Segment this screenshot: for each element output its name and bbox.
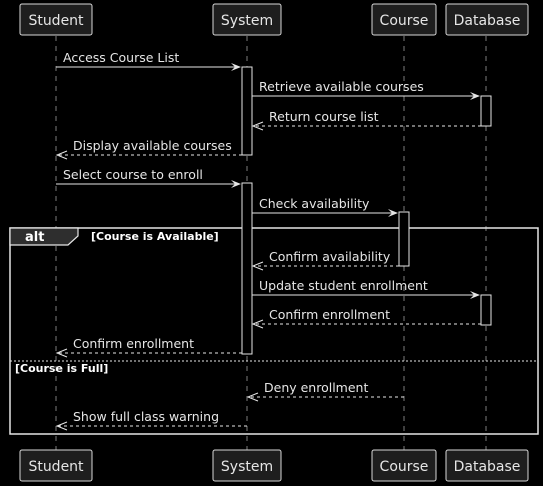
arrow-head <box>55 150 68 160</box>
message-access-course-list: Access Course List <box>56 50 241 71</box>
alt-guard-full: [Course is Full] <box>15 362 108 375</box>
activation-database-1 <box>480 95 492 127</box>
participants-bottom: Student System Course Database <box>19 449 529 482</box>
arrow-head <box>231 63 241 71</box>
message-confirm-enrollment-student: Confirm enrollment <box>55 336 242 358</box>
message-label: Confirm availability <box>269 249 391 264</box>
activation-database-2 <box>480 294 492 326</box>
message-label: Display available courses <box>73 138 232 153</box>
participant-box <box>371 3 437 36</box>
message-label: Check availability <box>259 196 370 211</box>
arrow-head <box>251 261 264 271</box>
message-full-class-warning: Show full class warning <box>55 409 247 431</box>
participant-label: Course <box>380 459 429 475</box>
arrow-head <box>55 348 68 358</box>
participant-box <box>212 3 282 36</box>
arrow-head <box>470 291 480 299</box>
participant-label: Student <box>28 13 84 29</box>
arrow-head <box>470 92 480 100</box>
activations <box>241 66 492 355</box>
participant-label: System <box>221 13 273 29</box>
participant-system-bottom: System <box>212 449 282 482</box>
message-return-course-list: Return course list <box>251 109 481 131</box>
alt-frame: alt [Course is Available] [Course is Ful… <box>9 227 539 435</box>
alt-guard-available: [Course is Available] <box>91 230 219 243</box>
activation-system-2 <box>241 182 253 355</box>
message-check-availability: Check availability <box>252 196 398 217</box>
alt-operator: alt <box>25 230 44 245</box>
participant-course-bottom: Course <box>371 449 437 482</box>
arrow-head <box>55 421 68 431</box>
activation-system-1 <box>241 66 253 156</box>
message-label: Access Course List <box>63 50 179 65</box>
participant-label: System <box>221 459 273 475</box>
messages: Access Course List Retrieve available co… <box>55 50 481 431</box>
message-confirm-enrollment-db: Confirm enrollment <box>251 307 481 329</box>
participant-box <box>445 3 529 36</box>
participant-database-top: Database <box>445 3 529 36</box>
lifelines <box>55 36 487 450</box>
participant-box <box>212 449 282 482</box>
participant-student-bottom: Student <box>19 449 93 482</box>
participant-label: Course <box>380 13 429 29</box>
message-update-enrollment: Update student enrollment <box>252 278 480 299</box>
participants-top: Student System Course Database <box>19 3 529 36</box>
arrow-head <box>251 319 264 329</box>
participant-label: Student <box>28 459 84 475</box>
message-confirm-availability: Confirm availability <box>251 249 399 271</box>
participant-label: Database <box>454 13 521 29</box>
participant-box <box>19 449 93 482</box>
arrow-head <box>231 180 241 188</box>
participant-label: Database <box>454 459 521 475</box>
message-label: Update student enrollment <box>259 278 428 293</box>
arrow-head <box>388 209 398 217</box>
message-label: Deny enrollment <box>264 380 368 395</box>
message-label: Confirm enrollment <box>269 307 390 322</box>
message-deny-enrollment: Deny enrollment <box>246 380 404 402</box>
arrow-head <box>251 121 264 131</box>
message-label: Select course to enroll <box>63 167 203 182</box>
message-select-course: Select course to enroll <box>56 167 241 188</box>
activation-course-1 <box>398 211 410 267</box>
message-label: Confirm enrollment <box>73 336 194 351</box>
message-label: Retrieve available courses <box>259 79 424 94</box>
participant-student-top: Student <box>19 3 93 36</box>
participant-database-bottom: Database <box>445 449 529 482</box>
message-label: Return course list <box>269 109 379 124</box>
message-label: Show full class warning <box>73 409 219 424</box>
message-display-courses: Display available courses <box>55 138 242 160</box>
participant-course-top: Course <box>371 3 437 36</box>
message-retrieve-courses: Retrieve available courses <box>252 79 480 100</box>
arrow-head <box>246 392 259 402</box>
participant-box <box>19 3 93 36</box>
alt-frame-border <box>9 227 539 435</box>
participant-system-top: System <box>212 3 282 36</box>
participant-box <box>371 449 437 482</box>
alt-frame-tab <box>9 227 79 246</box>
participant-box <box>445 449 529 482</box>
